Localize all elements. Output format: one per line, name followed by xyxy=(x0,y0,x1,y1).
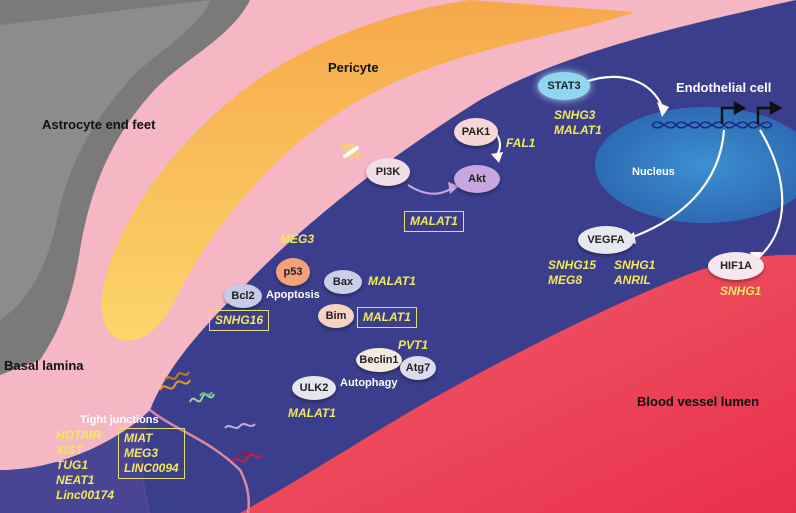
endothelial-lower-shape xyxy=(0,410,150,513)
tight-junction-proteins-icon xyxy=(159,371,263,463)
transcription-arrow-icon xyxy=(720,100,783,124)
cell-junction-line xyxy=(149,409,250,513)
lncrna-item: SNHG15 xyxy=(548,258,597,272)
stat3-node: STAT3 xyxy=(538,72,590,100)
astrocyte-inner-shape xyxy=(0,0,210,320)
astrocyte-label: Astrocyte end feet xyxy=(42,117,156,132)
lncrna-item: LINC0094 xyxy=(124,461,179,475)
autophagy-label: Autophagy xyxy=(340,377,398,389)
tight-junctions-label: Tight junctions xyxy=(80,414,159,426)
lncrna-list-stat3: SNHG3 MALAT1 xyxy=(554,108,602,138)
lncrna-item: Linc00174 xyxy=(56,488,115,502)
arrow-dna-to-vegfa xyxy=(629,129,726,240)
lncrna-item: NEAT1 xyxy=(56,473,95,487)
pak1-node: PAK1 xyxy=(454,118,498,146)
lncrna-item: MALAT1 xyxy=(554,123,602,137)
lncrna-item: HOTAIR xyxy=(56,428,102,442)
arrow-pi3k-to-akt xyxy=(407,184,453,195)
atg7-node: Atg7 xyxy=(400,356,436,380)
dna-helix-icon xyxy=(651,121,773,129)
arrow-dna-to-hif1a xyxy=(757,129,784,259)
arrow-stat3-to-nucleus xyxy=(584,75,663,107)
vegfa-node: VEGFA xyxy=(578,226,634,254)
lncrna-box-akt: MALAT1 xyxy=(404,211,464,232)
blood-vessel-lumen-label: Blood vessel lumen xyxy=(637,394,760,409)
lncrna-item: MIAT xyxy=(124,431,153,445)
lncrna-item: TUG1 xyxy=(56,458,89,472)
lncrna-hif1a: SNHG1 xyxy=(720,284,762,298)
lncrna-list-vegfa-left: SNHG15 MEG8 xyxy=(548,258,596,288)
lncrna-bax: MALAT1 xyxy=(368,274,416,288)
arrowhead-akt-from-pak1 xyxy=(491,152,503,163)
endothelial-cell-label: Endothelial cell xyxy=(676,80,772,95)
lncrna-item: MEG8 xyxy=(548,273,583,287)
blood-vessel-lumen-shape xyxy=(240,254,796,513)
pericyte-shape xyxy=(101,0,636,341)
lncrna-list-tight-junctions: HOTAIR XIST TUG1 NEAT1 Linc00174 xyxy=(56,428,114,503)
basal-lamina-label: Basal lamina xyxy=(4,358,84,373)
pericyte-label: Pericyte xyxy=(328,60,379,75)
nucleus-label: Nucleus xyxy=(632,166,675,178)
lncrna-item: MEG3 xyxy=(124,446,159,460)
lncrna-list-vegfa-right: SNHG1 ANRIL xyxy=(614,258,655,288)
lncrna-item: XIST xyxy=(56,443,83,457)
akt-node: Akt xyxy=(454,165,500,193)
apoptosis-label: Apoptosis xyxy=(266,289,320,301)
bim-node: Bim xyxy=(318,304,354,328)
beclin1-node: Beclin1 xyxy=(356,348,402,372)
arrowhead-nucleus xyxy=(657,102,669,117)
lncrna-box-bcl2: SNHG16 xyxy=(209,310,270,331)
p53-node: p53 xyxy=(276,258,310,286)
ulk2-node: ULK2 xyxy=(292,376,336,400)
nucleus-shape xyxy=(595,107,796,223)
lncrna-box-bim: MALAT1 xyxy=(357,307,417,328)
lncrna-ulk2: MALAT1 xyxy=(288,406,336,420)
lncrna-box-tight-junctions: MIAT MEG3 LINC0094 xyxy=(118,428,185,479)
bax-node: Bax xyxy=(324,270,362,294)
bcl2-node: Bcl2 xyxy=(224,284,262,308)
hif1a-node: HIF1A xyxy=(708,252,764,280)
receptor-icon xyxy=(339,142,363,160)
lncrna-item: ANRIL xyxy=(614,273,651,287)
pi3k-node: PI3K xyxy=(366,158,410,186)
lncrna-meg3: MEG3 xyxy=(280,232,315,246)
lncrna-item: SNHG3 xyxy=(554,108,596,122)
lncrna-fal1: FAL1 xyxy=(506,136,536,150)
lncrna-item: SNHG1 xyxy=(614,258,656,272)
lncrna-pvt1: PVT1 xyxy=(398,338,429,352)
